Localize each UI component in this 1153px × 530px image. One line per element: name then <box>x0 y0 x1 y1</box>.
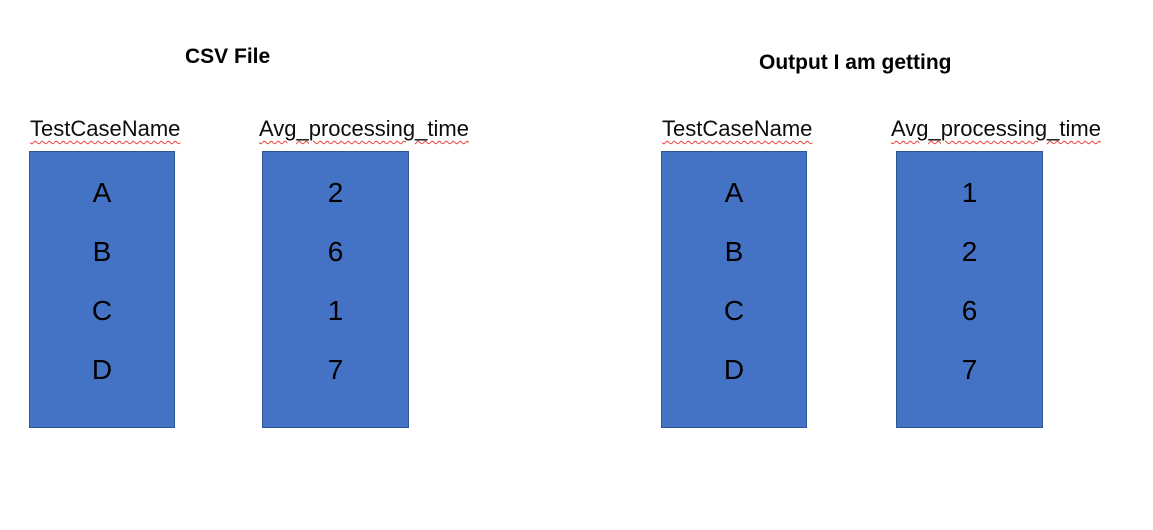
table-cell: C <box>723 294 745 326</box>
table-cell: D <box>91 353 113 385</box>
table-cell: 2 <box>327 177 344 209</box>
output-testcasename-header: TestCaseName <box>662 116 813 141</box>
output-panel-title: Output I am getting <box>759 51 952 74</box>
csv-file-panel-title: CSV File <box>185 45 271 68</box>
table-cell: 7 <box>327 353 344 385</box>
table-cell: 6 <box>327 236 344 268</box>
output-avg-processing-time-header: Avg_processing_time <box>891 116 1101 141</box>
table-cell: 7 <box>961 353 978 385</box>
table-cell: 6 <box>961 294 978 326</box>
output-testcasename-column: A B C D <box>661 151 807 428</box>
csv-avg-processing-time-header: Avg_processing_time <box>259 116 469 141</box>
table-cell: C <box>91 294 113 326</box>
table-cell: 1 <box>961 177 978 209</box>
table-cell: D <box>723 353 745 385</box>
table-cell: 2 <box>961 236 978 268</box>
table-cell: B <box>724 236 744 268</box>
csv-testcasename-column: A B C D <box>29 151 175 428</box>
table-cell: B <box>92 236 112 268</box>
output-avg-processing-time-column: 1 2 6 7 <box>896 151 1043 428</box>
csv-testcasename-header: TestCaseName <box>30 116 181 141</box>
table-cell: 1 <box>327 294 344 326</box>
table-cell: A <box>724 177 744 209</box>
table-cell: A <box>92 177 112 209</box>
csv-avg-processing-time-column: 2 6 1 7 <box>262 151 409 428</box>
